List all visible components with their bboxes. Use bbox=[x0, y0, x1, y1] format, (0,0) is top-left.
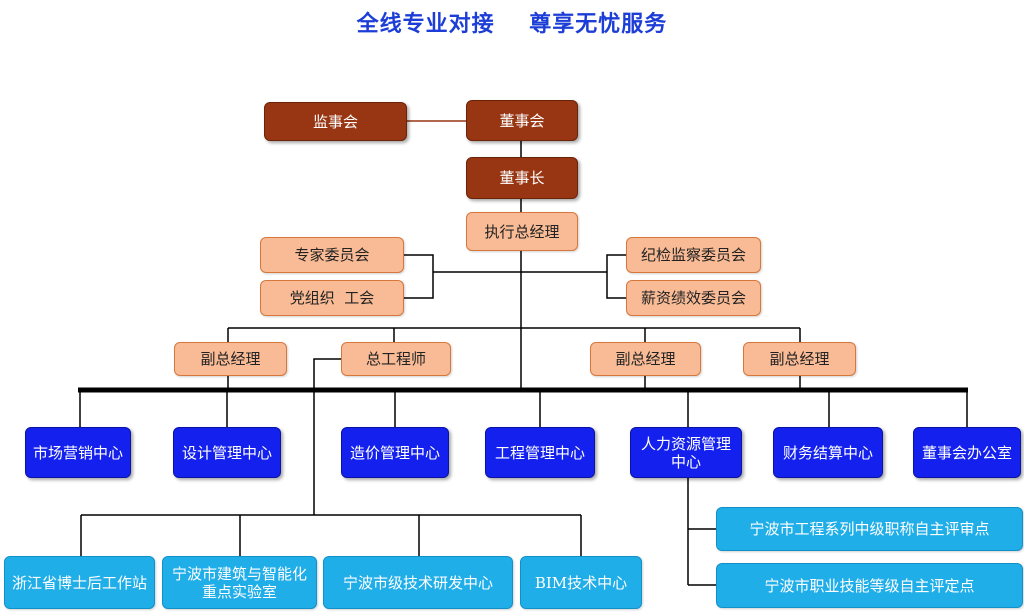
party-union-box: 党组织 工会 bbox=[260, 280, 404, 316]
tech-rd-center-label: 宁波市级技术研发中心 bbox=[342, 573, 493, 592]
engineering-management-center-box: 工程管理中心 bbox=[485, 427, 595, 478]
design-management-center-label: 设计管理中心 bbox=[181, 443, 272, 462]
engineering-title-review-label: 宁波市工程系列中级职称自主评审点 bbox=[749, 520, 990, 538]
expert-committee-box: 专家委员会 bbox=[260, 237, 404, 273]
engineering-management-center-label: 工程管理中心 bbox=[494, 443, 585, 462]
deputy-gm-box-1: 副总经理 bbox=[174, 342, 287, 376]
postdoc-station-box: 浙江省博士后工作站 bbox=[4, 556, 155, 609]
deputy-gm-label-2: 副总经理 bbox=[615, 350, 676, 368]
design-management-center-box: 设计管理中心 bbox=[173, 427, 281, 478]
hr-center-label-line2: 中心 bbox=[670, 452, 701, 471]
deputy-gm-label-3: 副总经理 bbox=[769, 350, 830, 368]
cost-management-center-box: 造价管理中心 bbox=[341, 427, 449, 478]
bim-center-label: BIM技术中心 bbox=[534, 573, 628, 592]
vocational-skill-assessment-box: 宁波市职业技能等级自主评定点 bbox=[716, 563, 1023, 608]
supervisory-board-box: 监事会 bbox=[264, 102, 407, 141]
supervisory-board-label: 监事会 bbox=[312, 112, 358, 131]
page-title: 全线专业对接 尊享无忧服务 bbox=[356, 12, 668, 37]
chairman-box: 董事长 bbox=[466, 157, 578, 199]
discipline-committee-box: 纪检监察委员会 bbox=[626, 237, 761, 273]
cost-management-center-label: 造价管理中心 bbox=[349, 443, 440, 462]
key-lab-box: 宁波市建筑与智能化 重点实验室 bbox=[162, 556, 317, 609]
deputy-gm-box-3: 副总经理 bbox=[743, 342, 856, 376]
board-office-label: 董事会办公室 bbox=[921, 443, 1012, 462]
hr-center-box: 人力资源管理 中心 bbox=[630, 427, 742, 478]
finance-settlement-center-label: 财务结算中心 bbox=[782, 443, 873, 462]
finance-settlement-center-box: 财务结算中心 bbox=[773, 427, 883, 478]
board-of-directors-box: 董事会 bbox=[466, 100, 578, 141]
compensation-committee-box: 薪资绩效委员会 bbox=[626, 280, 761, 316]
marketing-center-label: 市场营销中心 bbox=[32, 443, 123, 462]
key-lab-label-line2: 重点实验室 bbox=[201, 582, 277, 601]
party-union-label: 党组织 工会 bbox=[289, 289, 375, 307]
marketing-center-box: 市场营销中心 bbox=[25, 427, 131, 478]
hr-center-label-line1: 人力资源管理 bbox=[640, 434, 731, 453]
deputy-gm-label-1: 副总经理 bbox=[200, 350, 261, 368]
compensation-committee-label: 薪资绩效委员会 bbox=[640, 289, 746, 307]
engineering-title-review-box: 宁波市工程系列中级职称自主评审点 bbox=[716, 507, 1023, 551]
board-office-box: 董事会办公室 bbox=[913, 427, 1021, 478]
bim-center-box: BIM技术中心 bbox=[520, 556, 642, 609]
expert-committee-label: 专家委员会 bbox=[294, 246, 370, 264]
vocational-skill-assessment-label: 宁波市职业技能等级自主评定点 bbox=[764, 576, 975, 595]
postdoc-station-label: 浙江省博士后工作站 bbox=[11, 573, 147, 592]
chief-engineer-box: 总工程师 bbox=[341, 342, 451, 376]
executive-gm-box: 执行总经理 bbox=[466, 212, 578, 251]
chairman-label: 董事长 bbox=[499, 169, 545, 187]
tech-rd-center-box: 宁波市级技术研发中心 bbox=[323, 556, 513, 609]
key-lab-label-line1: 宁波市建筑与智能化 bbox=[171, 564, 307, 583]
board-of-directors-label: 董事会 bbox=[499, 111, 545, 130]
deputy-gm-box-2: 副总经理 bbox=[590, 342, 701, 376]
chief-engineer-label: 总工程师 bbox=[365, 350, 426, 368]
discipline-committee-label: 纪检监察委员会 bbox=[640, 246, 746, 264]
executive-gm-label: 执行总经理 bbox=[484, 222, 560, 241]
